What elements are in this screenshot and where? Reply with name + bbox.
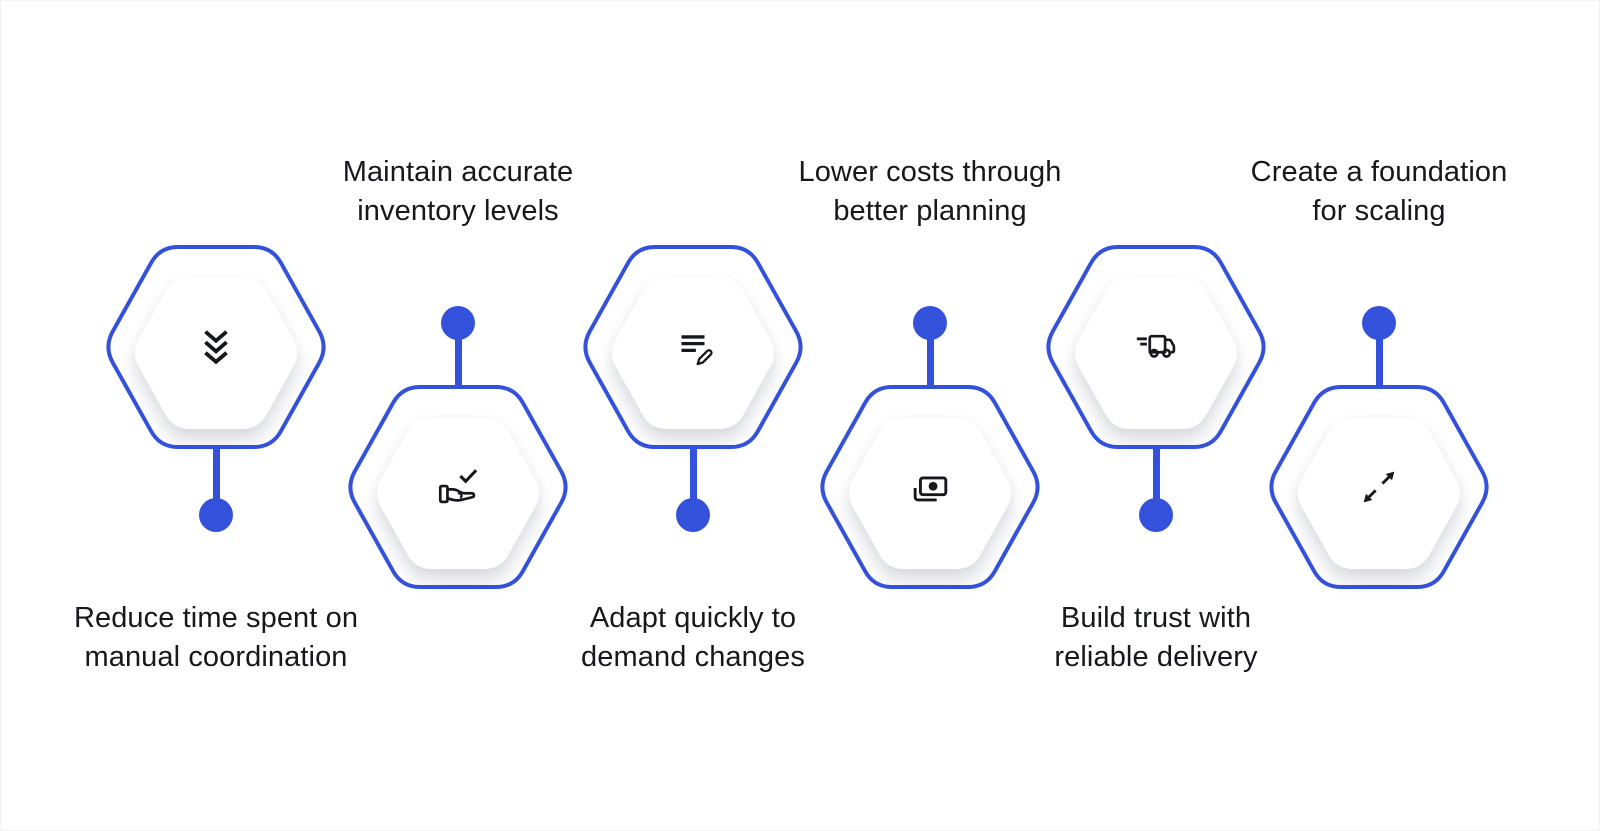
node-label-line-1: Adapt quickly to	[589, 602, 797, 634]
delivery-truck-icon	[1136, 334, 1176, 358]
node-adapt: Adapt quickly to demand changes	[581, 1, 805, 830]
node-label-line-1: Create a foundation	[1250, 156, 1508, 188]
connector-dot	[1139, 498, 1173, 532]
edit-list-icon	[681, 335, 713, 366]
hexagon-frame	[346, 385, 570, 589]
hexagon-shape	[583, 245, 803, 449]
connector-line	[212, 445, 220, 515]
hexagon-outer-border	[1046, 245, 1266, 449]
node-label: Build trust with reliable delivery	[956, 599, 1356, 677]
expand-arrows-icon	[1363, 471, 1395, 503]
node-label-line-2: demand changes	[581, 641, 805, 673]
node-label-line-2: for scaling	[1312, 195, 1446, 227]
node-label-line-1: Lower costs through	[798, 156, 1062, 188]
node-label: Reduce time spent on manual coordination	[16, 599, 416, 677]
hand-check-icon	[438, 469, 478, 504]
connector-line	[689, 445, 697, 515]
hexagon-frame	[818, 385, 1042, 589]
hexagon-outer-border	[1269, 385, 1489, 589]
hexagon-outer-border	[348, 385, 568, 589]
node-trust: Build trust with reliable delivery	[1044, 1, 1268, 830]
hexagon-frame	[581, 245, 805, 449]
node-label-line-2: manual coordination	[84, 641, 348, 673]
hexagon-inner-face	[1297, 417, 1461, 569]
node-inventory: Maintain accurate inventory levels	[343, 1, 573, 830]
hexagon-outer-border	[106, 245, 326, 449]
connector-dot	[676, 498, 710, 532]
connector-dot	[199, 498, 233, 532]
hexagon-frame	[1044, 245, 1268, 449]
chevrons-down-icon	[204, 330, 228, 365]
hexagon-frame	[1267, 385, 1491, 589]
node-costs: Lower costs through better planning	[798, 1, 1061, 830]
node-scaling: Create a foundation for scaling	[1251, 1, 1507, 830]
connector-line	[1375, 323, 1383, 389]
hexagon-inner-face	[848, 417, 1012, 569]
banknote-icon	[913, 476, 948, 502]
node-label: Lower costs through better planning	[730, 153, 1130, 231]
connector-line	[1152, 445, 1160, 515]
node-label-line-1: Reduce time spent on	[73, 602, 359, 634]
hexagon-shape	[1269, 385, 1489, 589]
hexagon-frame	[104, 245, 328, 449]
node-label-line-1: Maintain accurate	[342, 156, 574, 188]
node-label-line-2: better planning	[833, 195, 1027, 227]
hexagon-outer-border	[820, 385, 1040, 589]
node-reduce-time: Reduce time spent on manual coordination	[74, 1, 358, 830]
node-label: Create a foundation for scaling	[1179, 153, 1579, 231]
hexagon-inner-face	[611, 277, 775, 429]
hexagon-outer-border	[583, 245, 803, 449]
node-label: Adapt quickly to demand changes	[493, 599, 893, 677]
node-label-line-1: Build trust with	[1060, 602, 1252, 634]
connector-line	[454, 323, 462, 389]
node-label: Maintain accurate inventory levels	[258, 153, 658, 231]
node-label-line-2: reliable delivery	[1054, 641, 1258, 673]
hexagon-shape	[820, 385, 1040, 589]
connector-line	[926, 323, 934, 389]
node-label-line-2: inventory levels	[357, 195, 559, 227]
